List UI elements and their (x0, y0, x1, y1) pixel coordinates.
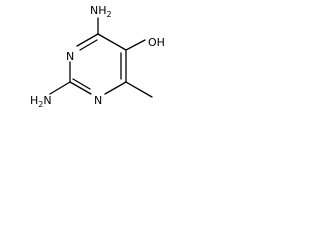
label-n-lower: N (94, 94, 102, 107)
bond-n1-c2 (69, 81, 92, 95)
chemical-structure: NH2 OH N N H2N (30, 4, 165, 109)
bond-n1-c2-double (72, 78, 91, 90)
label-nh2-top: NH2 (90, 4, 112, 19)
label-n-upper: N (66, 50, 74, 63)
bond-c5-oh (125, 39, 146, 51)
bond-c6-n1 (104, 81, 127, 95)
bond-c6-methyl (125, 81, 153, 98)
bond-n3-c4-double (79, 39, 98, 51)
bond-c4-c5 (97, 33, 127, 51)
label-oh: OH (148, 36, 165, 49)
bond-c2-nh2 (49, 81, 71, 95)
label-nh2-bottom: H2N (30, 94, 52, 109)
bond-n3-c4 (76, 33, 99, 47)
